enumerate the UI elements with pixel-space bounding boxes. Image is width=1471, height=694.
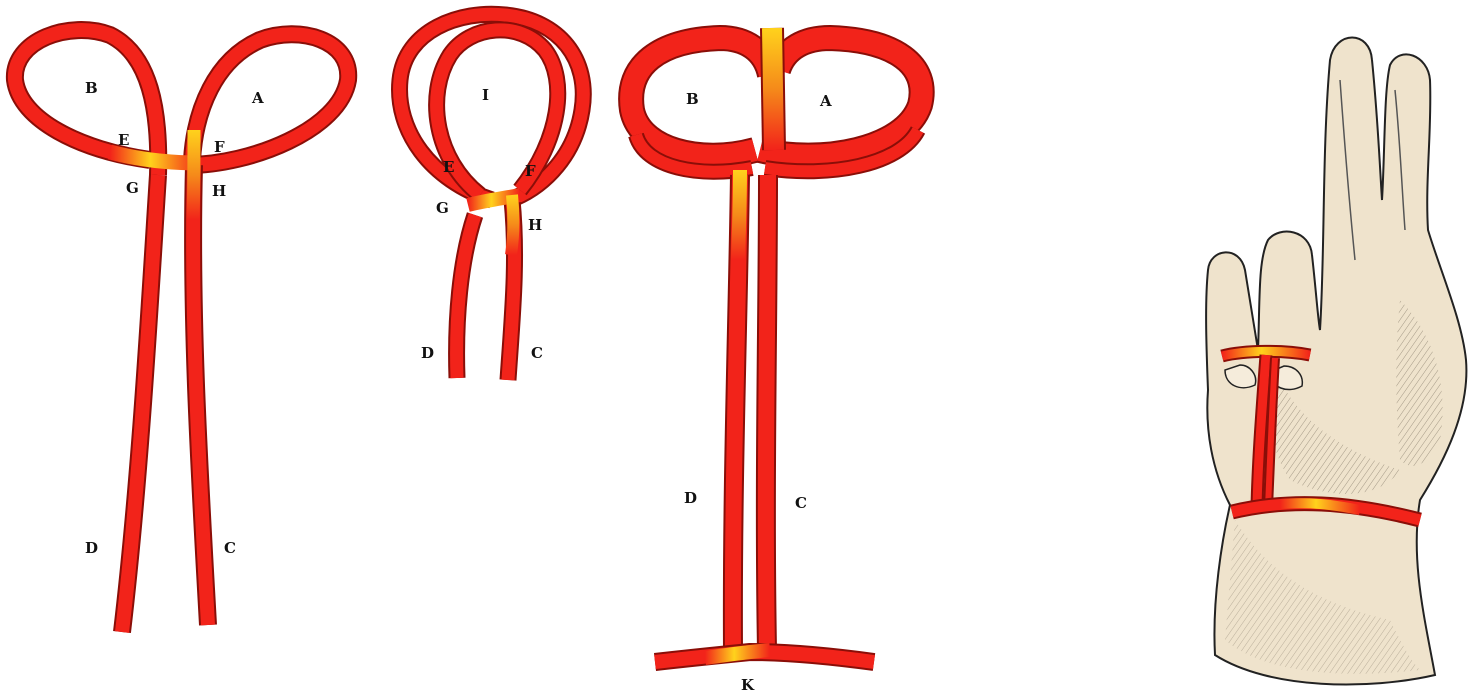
- label-d: D: [421, 344, 434, 362]
- label-k: K: [741, 676, 755, 694]
- label-a: A: [251, 89, 264, 107]
- label-c: C: [795, 494, 807, 512]
- label-i: I: [482, 86, 489, 104]
- figure-3-ribbon: [631, 28, 922, 662]
- label-f: F: [525, 162, 536, 180]
- label-h: H: [212, 182, 226, 200]
- label-b: B: [85, 79, 98, 97]
- label-b: B: [686, 90, 699, 108]
- figure-2-ribbon: [400, 14, 584, 380]
- label-c: C: [531, 344, 543, 362]
- label-e: E: [443, 158, 454, 176]
- label-h: H: [528, 216, 542, 234]
- label-f: F: [214, 138, 225, 156]
- label-c: C: [224, 539, 236, 557]
- figure-1-ribbon: [15, 30, 348, 632]
- label-d: D: [684, 489, 697, 507]
- label-a: A: [819, 92, 832, 110]
- figure-1: B A E F G H D C: [15, 30, 348, 632]
- hand-with-ribbon-icon: [1206, 38, 1466, 685]
- figure-2: I E F G H D C: [400, 14, 584, 380]
- label-g: G: [436, 199, 449, 217]
- figure-3: B A D C K: [631, 28, 922, 694]
- label-e: E: [118, 131, 129, 149]
- label-g: G: [126, 179, 139, 197]
- label-d: D: [85, 539, 98, 557]
